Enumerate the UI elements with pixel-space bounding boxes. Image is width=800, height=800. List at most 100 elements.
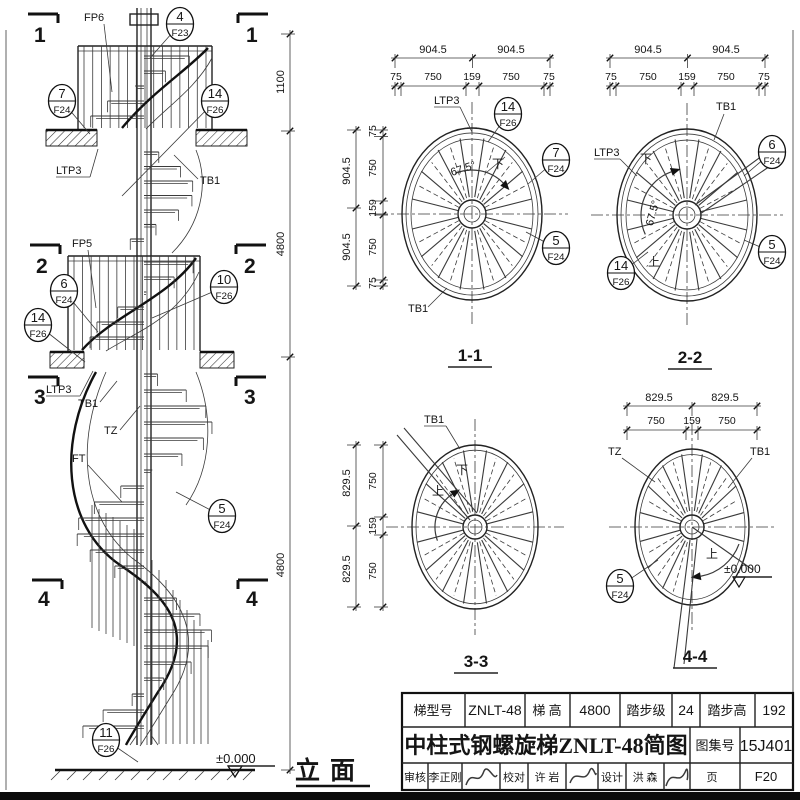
section-marker-3-left: 3: [34, 386, 46, 409]
signature: [465, 768, 498, 786]
down-label: 下: [640, 152, 652, 166]
section-markers: 1 1 2 2 3 3 4 4: [28, 12, 268, 611]
section-marker-1-right: 1: [246, 24, 258, 47]
signature: [665, 768, 689, 787]
balloon-page-ref: F26: [216, 291, 233, 301]
dim-text: 829.5: [341, 469, 353, 497]
dim-text: 159: [463, 71, 481, 83]
section-marker-bracket: [32, 578, 64, 589]
dim-text: 159: [367, 199, 379, 217]
balloon-page-ref: F26: [500, 118, 517, 128]
dim-text: 750: [367, 238, 379, 256]
dim-text: 904.5: [341, 157, 353, 185]
dim-text: 750: [639, 71, 657, 83]
angle-label: 67.5°: [449, 159, 477, 178]
mid-railing-cage: [67, 255, 201, 352]
tb1-label: TB1: [408, 303, 428, 315]
dim-text: 904.5: [497, 44, 525, 56]
plan-view-1-1: 904.5 904.5 75 750 159 750 75 904.5 904.…: [341, 44, 568, 368]
tb1-top-label: TB1: [200, 175, 220, 187]
fp5-label: FP5: [72, 238, 92, 250]
balloon-page-ref: F24: [548, 252, 565, 262]
up-label: 上: [648, 255, 660, 269]
plan-view-3-3: 829.5 829.5 750 159 750 TB1 下 上 3-3: [341, 414, 564, 674]
page-label: 页: [707, 772, 718, 784]
tb1-label: TB1: [716, 101, 736, 113]
dim-text: 75: [367, 277, 379, 289]
dim-1100: 1100: [275, 70, 287, 94]
dim-text: 829.5: [341, 555, 353, 583]
plan-title-3-3: 3-3: [464, 652, 489, 671]
riser-value: 192: [762, 702, 786, 718]
section-marker-1-left: 1: [34, 24, 46, 47]
lower-spiral: [70, 371, 213, 747]
upper-floor-slab: [45, 128, 248, 147]
balloon-page-ref: F24: [612, 590, 629, 600]
down-label: 下: [456, 463, 468, 477]
balloon-number: 7: [552, 145, 559, 160]
atlas-label: 图集号: [695, 738, 734, 753]
ltp3-label: LTP3: [594, 147, 619, 159]
level-zero-label: ±0.000: [216, 751, 256, 766]
dim-text: 750: [367, 472, 379, 490]
drawing-title: 中柱式钢螺旋梯ZNLT-48简图: [404, 733, 687, 758]
section-marker-bracket: [236, 12, 268, 23]
sheet-frame: [0, 30, 800, 800]
elevation-caption-text: 立面: [295, 756, 365, 785]
ltp3-label: LTP3: [434, 95, 459, 107]
dim-text: 750: [424, 71, 442, 83]
tb1-label: TB1: [424, 414, 444, 426]
model-value: ZNLT-48: [468, 702, 522, 718]
ground-line: [50, 768, 255, 781]
atlas-value: 15J401: [740, 738, 793, 755]
balloon-page-ref: F24: [54, 105, 71, 115]
balloon-number: 10: [217, 272, 231, 287]
spiral-steps-upper: [129, 151, 194, 250]
title-block: 梯型号 ZNLT-48 梯 高 4800 踏步级 24 踏步高 192 中柱式钢…: [400, 691, 795, 792]
balloon-number: 5: [552, 233, 559, 248]
plan-view-4-4: 829.5 829.5 750 159 750 TZ TB1 上 ±0.000 …: [608, 392, 775, 669]
steps-label: 踏步级: [626, 703, 665, 718]
elevation-dimensions: 1100 4800 4800: [275, 30, 295, 774]
balloon-number: 7: [58, 86, 65, 101]
reviewer-name: 李正刚: [429, 770, 462, 784]
section-marker-bracket: [30, 243, 62, 254]
dim-text: 159: [683, 415, 701, 427]
dim-4800-lower: 4800: [275, 553, 287, 577]
elevation-view: ±0.000 1 1 2 2 3 3 4 4 FP6 LTP3 TB1 FP5 …: [28, 8, 370, 788]
section-marker-bracket: [234, 375, 266, 386]
dim-4800-upper: 4800: [275, 232, 287, 256]
plan-view-2-2: 904.5 904.5 75 750 159 750 75 LTP3 TB1 6…: [591, 44, 783, 370]
section-marker-bracket: [234, 243, 266, 254]
section-marker-4-right: 4: [246, 588, 258, 611]
balloon-number: 5: [218, 501, 225, 516]
balloon-number: 6: [60, 276, 67, 291]
page-value: F20: [755, 769, 777, 784]
dim-text: 75: [543, 71, 555, 83]
balloon-number: 4: [176, 9, 183, 24]
balloon-number: 6: [768, 137, 775, 152]
section-marker-2-right: 2: [244, 255, 256, 278]
dim-text: 75: [390, 71, 402, 83]
top-railing-cage: [77, 45, 213, 130]
balloon-page-ref: F26: [207, 105, 224, 115]
balloon-number: 14: [501, 99, 515, 114]
height-value: 4800: [579, 702, 610, 718]
elevation-caption: 立面: [295, 756, 370, 788]
plan-title-4-4: 4-4: [683, 647, 708, 666]
dim-text: 75: [605, 71, 617, 83]
balloon-number: 5: [616, 571, 623, 586]
checker-name: 许 岩: [535, 770, 560, 784]
height-label: 梯 高: [532, 703, 561, 718]
